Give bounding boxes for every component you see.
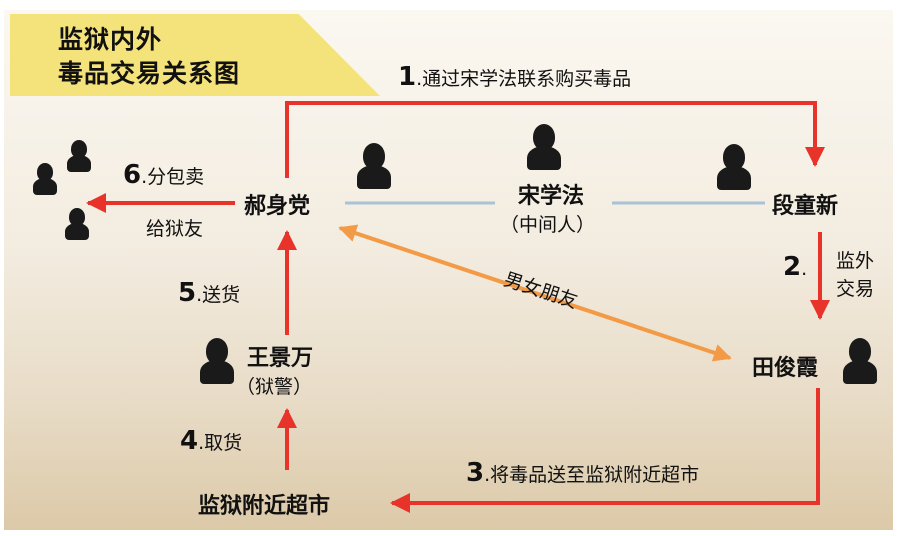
step6-number: 6 [123, 160, 142, 190]
node-market-label: 监狱附近超市 [198, 494, 331, 519]
step5-text: .送货 [196, 284, 241, 306]
step3-label: 3.将毒品送至监狱附近超市 [466, 458, 699, 488]
person-icon-tian [843, 338, 877, 384]
node-song-label: 宋学法 [518, 184, 585, 209]
step6-label: 6.分包卖 [123, 160, 204, 190]
node-wang-label: 王景万 [247, 346, 314, 371]
step1-label: 1.通过宋学法联系购买毒品 [398, 62, 631, 92]
step5-label: 5.送货 [178, 278, 240, 308]
person-icon-wang [200, 338, 234, 384]
arrow-relation [338, 224, 732, 362]
step6-text: .分包卖 [141, 166, 205, 188]
inmate-icon-2 [67, 140, 91, 172]
person-icon-duan [717, 144, 751, 190]
person-icon-hao [357, 143, 391, 189]
step2-number: 2 [783, 252, 802, 282]
node-song-role: （中间人） [500, 214, 596, 236]
title-line-2: 毒品交易关系图 [58, 59, 241, 88]
step2-text-line1: 监外 [836, 250, 875, 272]
step2-text-line2: 交易 [836, 278, 875, 300]
inmate-icon-3 [65, 208, 89, 240]
node-wang-role: （狱警） [236, 376, 313, 398]
step3-text: .将毒品送至监狱附近超市 [484, 464, 700, 486]
step2-label: 2. [783, 252, 807, 282]
node-duan-label: 段童新 [772, 194, 839, 219]
step6-text-line2: 给狱友 [146, 218, 204, 240]
step4-number: 4 [180, 426, 199, 456]
step3-number: 3 [466, 458, 485, 488]
node-tian-label: 田俊霞 [752, 356, 819, 381]
step2-dot: . [801, 258, 808, 280]
node-hao-label: 郝身党 [244, 194, 311, 219]
title-line-1: 监狱内外 [58, 25, 163, 54]
step4-label: 4.取货 [180, 426, 242, 456]
inmate-icon-1 [33, 163, 57, 195]
step4-text: .取货 [198, 432, 243, 454]
step5-number: 5 [178, 278, 197, 308]
step1-text: .通过宋学法联系购买毒品 [416, 68, 632, 90]
step1-number: 1 [398, 62, 417, 92]
arrow-step3 [390, 388, 820, 513]
person-icon-song [527, 124, 561, 170]
arrow-step1 [285, 101, 825, 178]
